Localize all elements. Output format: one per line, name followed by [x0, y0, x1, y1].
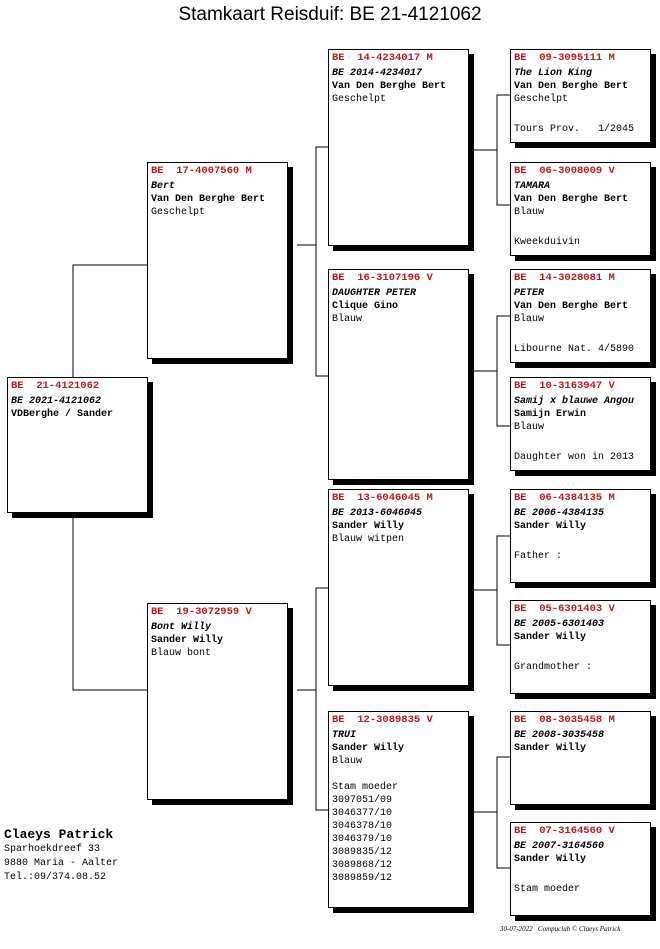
- breeder-name: Van Den Berghe Bert: [151, 194, 266, 205]
- page-title: Stamkaart Reisduif: BE 21-4121062: [178, 4, 482, 25]
- pigeon-name: BE 2007-3164560: [514, 841, 605, 852]
- breeder-name: Sander Willy: [514, 854, 587, 865]
- footer-credit: 30-07-2022 Compuclub © Claeys Patrick: [500, 925, 621, 933]
- pigeon-note: 3046378/10: [332, 821, 393, 832]
- pigeon-note: 3089835/12: [332, 847, 393, 858]
- pigeon-name: BE 2005-6301403: [514, 619, 605, 630]
- pigeon-note: Stam moeder: [514, 884, 581, 895]
- pigeon-note: 3046377/10: [332, 808, 393, 819]
- pigeon-name: TAMARA: [514, 181, 551, 192]
- ring-number: BE 12-3089835 V: [332, 714, 433, 726]
- pigeon-color: Geschelpt: [151, 207, 206, 218]
- breeder-name: Van Den Berghe Bert: [514, 301, 629, 312]
- breeder-name: Van Den Berghe Bert: [514, 194, 629, 205]
- pigeon-note: Kweekduivin: [514, 237, 581, 248]
- pigeon-name: BE 2006-4384135: [514, 508, 605, 519]
- ring-number: BE 14-4234017 M: [332, 52, 433, 64]
- pigeon-name: BE 2013-6046045: [332, 508, 423, 519]
- breeder-name: Samijn Erwin: [514, 409, 587, 420]
- pigeon-note: Tours Prov. 1/2045: [514, 124, 635, 135]
- pigeon-color: Blauw: [332, 756, 363, 767]
- pigeon-note: 3046379/10: [332, 834, 393, 845]
- breeder-name: VDBerghe / Sander: [11, 409, 114, 420]
- owner-city: 9880 Maria - Aalter: [4, 858, 119, 869]
- pigeon-color: Blauw witpen: [332, 534, 405, 545]
- pigeon-color: Blauw: [514, 314, 545, 325]
- ring-number: BE 06-3008009 V: [514, 165, 615, 177]
- pigeon-color: Blauw: [332, 314, 363, 325]
- breeder-name: Sander Willy: [514, 632, 587, 643]
- pigeon-color: Blauw: [514, 207, 545, 218]
- breeder-name: Sander Willy: [332, 521, 405, 532]
- owner-phone: Tel.:09/374.08.52: [4, 872, 107, 883]
- pigeon-name: DAUGHTER PETER: [332, 288, 417, 299]
- breeder-name: Sander Willy: [514, 743, 587, 754]
- pigeon-note: 3097051/09: [332, 795, 393, 806]
- pigeon-color: Blauw bont: [151, 648, 212, 659]
- ring-number: BE 07-3164560 V: [514, 825, 615, 837]
- pigeon-name: BE 2014-4234017: [332, 68, 423, 79]
- ring-number: BE 05-6301403 V: [514, 603, 615, 615]
- breeder-name: Van Den Berghe Bert: [514, 81, 629, 92]
- pigeon-note: 3089859/12: [332, 873, 393, 884]
- ring-number: BE 21-4121062: [11, 380, 100, 392]
- pigeon-note: 3089868/12: [332, 860, 393, 871]
- pigeon-color: Geschelpt: [514, 94, 569, 105]
- owner-name: Claeys Patrick: [4, 827, 114, 842]
- ring-number: BE 19-3072959 V: [151, 606, 252, 618]
- ring-number: BE 08-3035458 M: [514, 714, 615, 726]
- pigeon-color: Blauw: [514, 422, 545, 433]
- breeder-name: Sander Willy: [332, 743, 405, 754]
- breeder-name: Sander Willy: [514, 521, 587, 532]
- breeder-name: Clique Gino: [332, 301, 399, 312]
- pigeon-note: Stam moeder: [332, 782, 399, 793]
- pigeon-card-paternal-grandmother[interactable]: BE 16-3107196 V DAUGHTER PETER Clique Gino…: [328, 269, 469, 480]
- pigeon-note: Daughter won in 2013: [514, 452, 635, 463]
- breeder-name: Van Den Berghe Bert: [332, 81, 447, 92]
- pigeon-name: BE 2021-4121062: [11, 396, 102, 407]
- owner-block: Claeys Patrick Sparhoekdreef 33 9880 Mar…: [4, 826, 118, 885]
- pigeon-note: Father :: [514, 551, 563, 562]
- owner-street: Sparhoekdreef 33: [4, 844, 101, 855]
- ring-number: BE 17-4007560 M: [151, 165, 252, 177]
- pigeon-card-great-grandparent-2[interactable]: BE 06-3008009 V TAMARA Van Den Berghe Bert…: [510, 162, 651, 256]
- pigeon-note: Grandmother :: [514, 662, 593, 673]
- pigeon-color: Geschelpt: [332, 94, 387, 105]
- breeder-name: Sander Willy: [151, 635, 224, 646]
- ring-number: BE 14-3028081 M: [514, 272, 615, 284]
- pigeon-name: Bont Willy: [151, 622, 212, 633]
- ring-number: BE 13-6046045 M: [332, 492, 433, 504]
- pigeon-name: The Lion King: [514, 68, 593, 79]
- pigeon-name: Bert: [151, 181, 176, 192]
- pigeon-name: TRUI: [332, 730, 357, 741]
- pigeon-note: Libourne Nat. 4/5890: [514, 344, 635, 355]
- ring-number: BE 10-3163947 V: [514, 380, 615, 392]
- pigeon-name: Samij x blauwe Angou: [514, 396, 635, 407]
- pigeon-name: BE 2008-3035458: [514, 730, 605, 741]
- ring-number: BE 06-4384135 M: [514, 492, 615, 504]
- ring-number: BE 16-3107196 V: [332, 272, 433, 284]
- ring-number: BE 09-3095111 M: [514, 52, 615, 64]
- pigeon-name: PETER: [514, 288, 545, 299]
